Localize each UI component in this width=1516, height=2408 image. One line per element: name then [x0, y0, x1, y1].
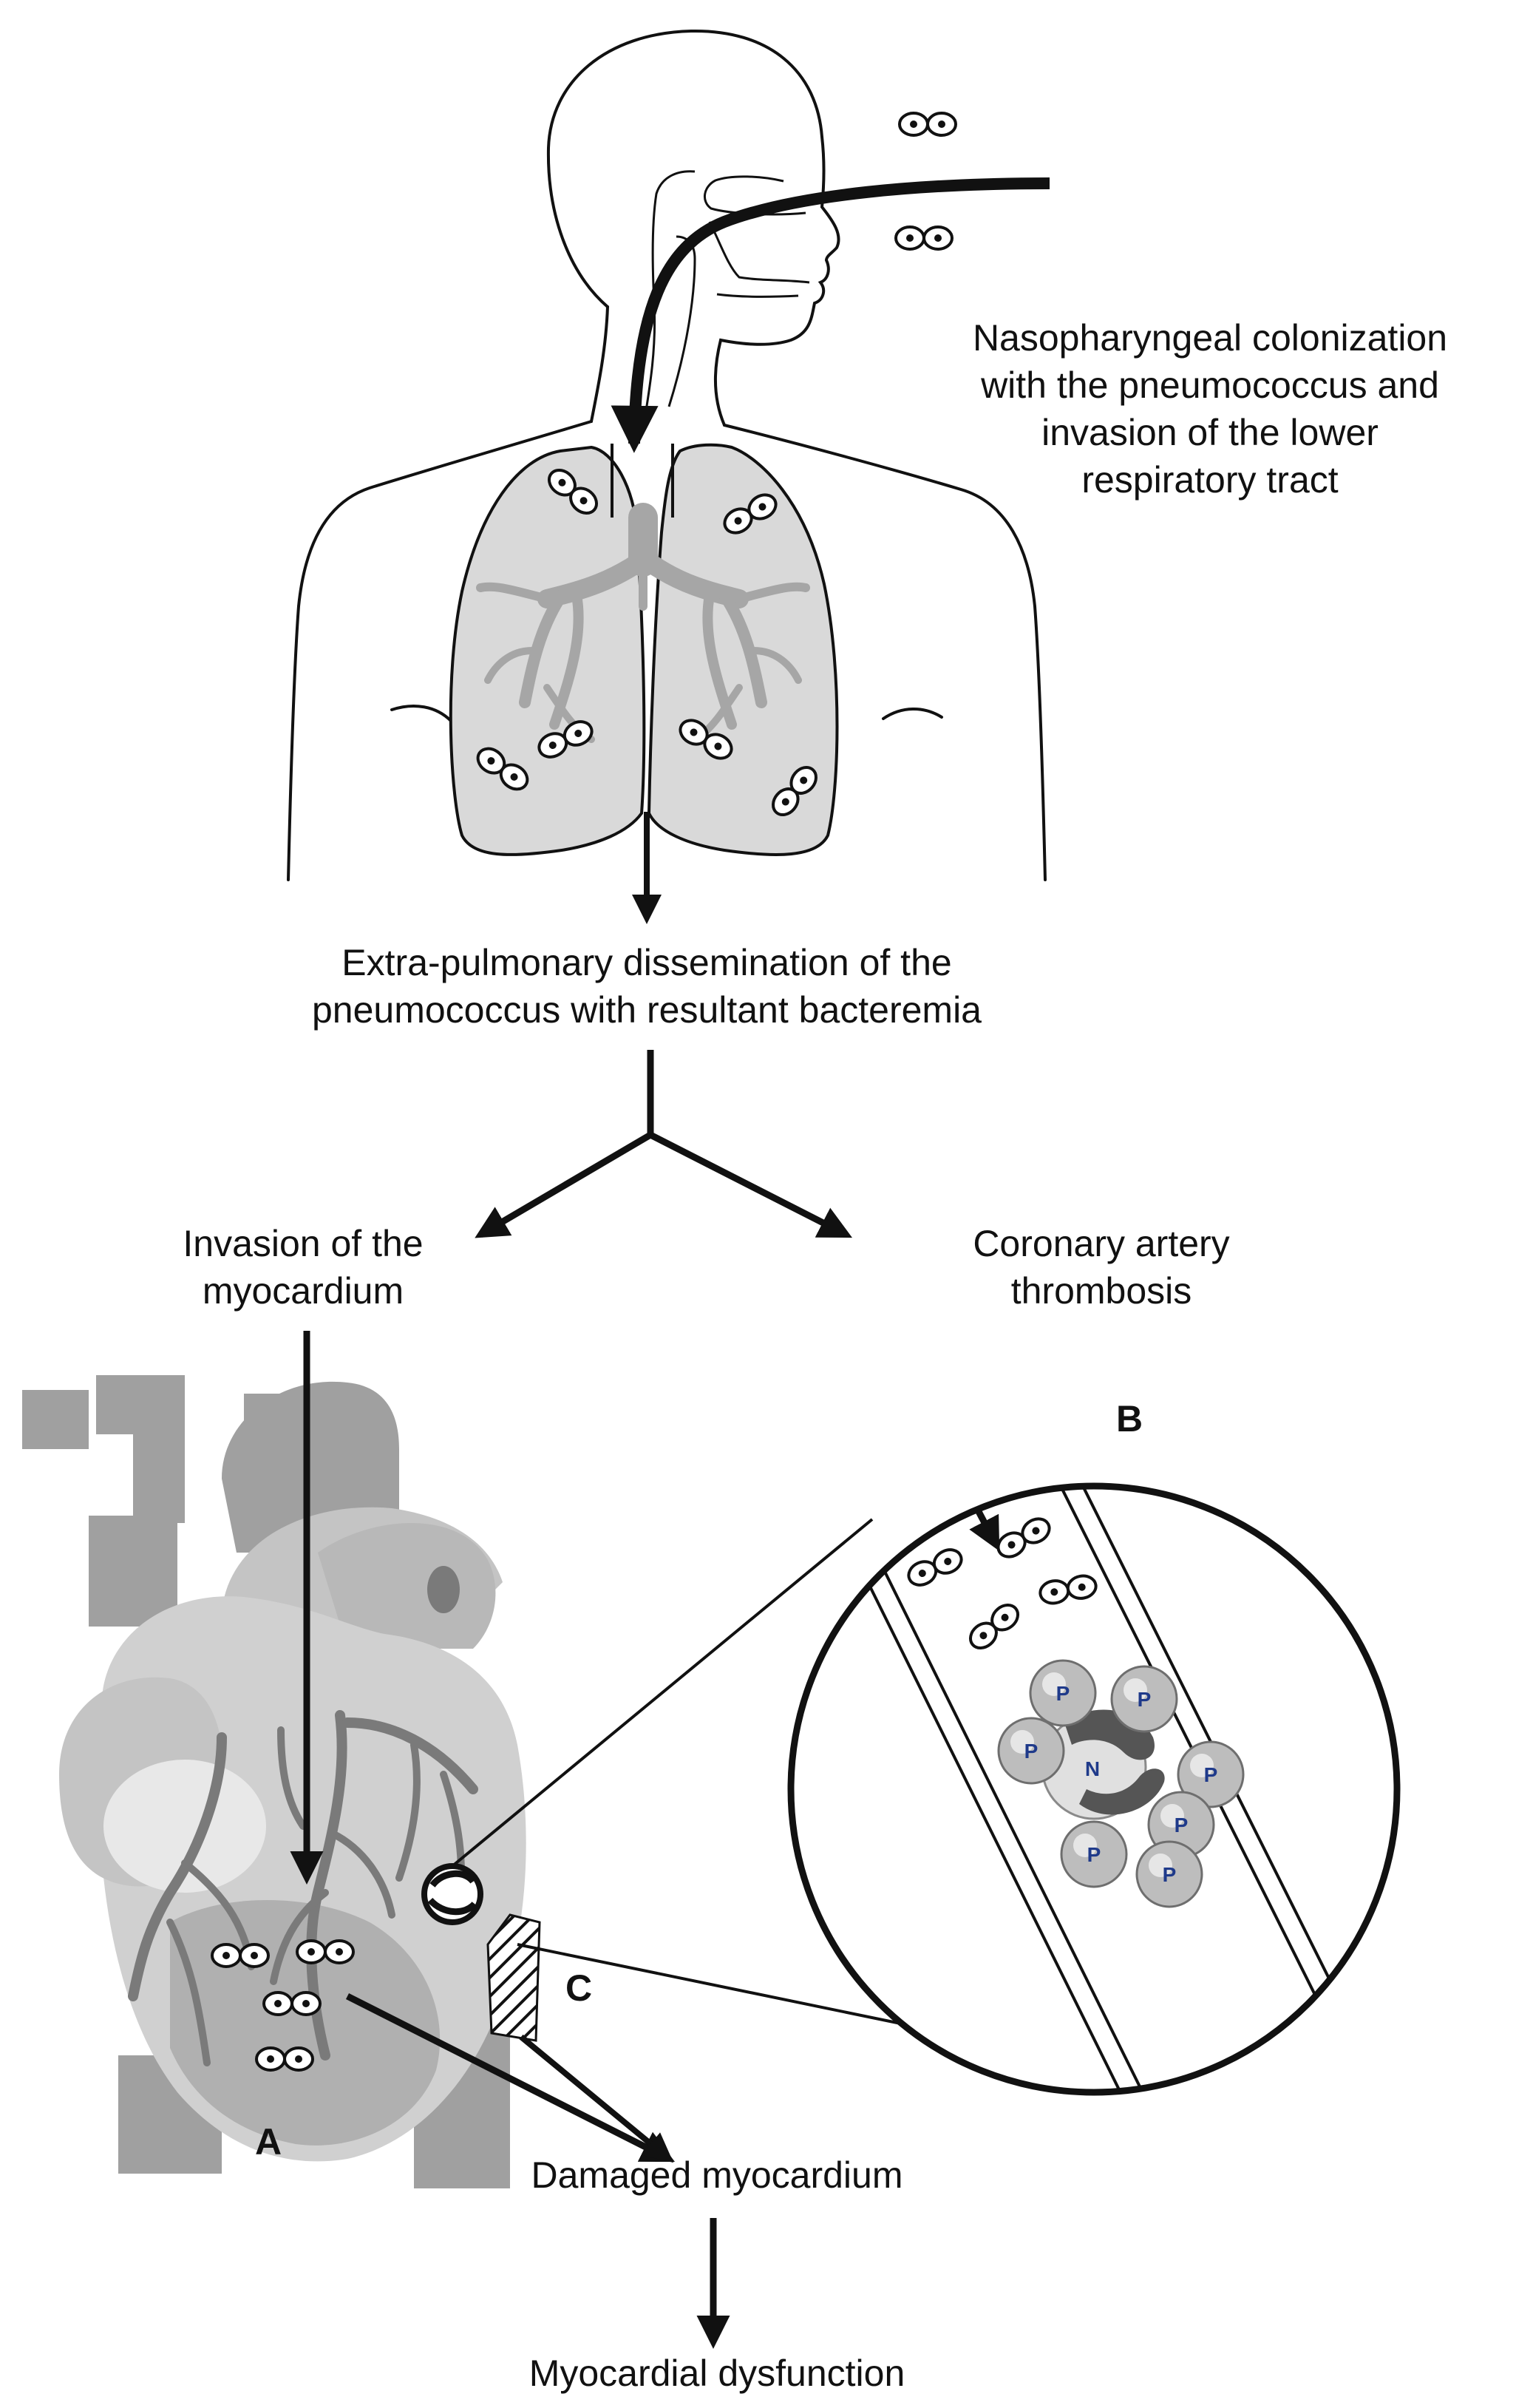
myocardial-dysfunction-label: Myocardial dysfunction [528, 2353, 905, 2394]
platelet-letter: P [1087, 1843, 1101, 1866]
arrow-to-invasion [475, 1132, 653, 1238]
colonization-label: Nasopharyngeal colonization with the pne… [972, 317, 1448, 501]
arrow-bacteria-to-damage [345, 1992, 676, 2163]
pulmonary-vein [427, 1566, 460, 1613]
left-subclavian [244, 1394, 310, 1479]
left-atrium [318, 1523, 496, 1649]
platelet-letter: P [1024, 1740, 1039, 1763]
panel-label-b: B [1116, 1398, 1143, 1439]
brachiocephalic-artery [96, 1375, 185, 1523]
occlusion-site [421, 1863, 483, 1925]
neutrophil-letter: N [1085, 1757, 1100, 1780]
platelet-letter: P [1204, 1763, 1218, 1786]
heart-highlight [103, 1760, 266, 1893]
magnification-lens: P P P P P P P N [451, 1482, 1401, 2096]
trachea [611, 444, 674, 518]
damaged-region-c [486, 1913, 541, 2042]
platelet-letter: P [1163, 1863, 1177, 1886]
upper-airway [642, 170, 810, 430]
damaged-myocardium-label: Damaged myocardium [531, 2154, 903, 2196]
panel-label-c: C [565, 1967, 593, 2009]
arrow-to-thrombosis [648, 1131, 853, 1238]
arrow-hatch-to-damage [519, 2034, 674, 2163]
invasion-label: Invasion of the myocardium [183, 1223, 424, 1312]
panel-label-a: A [255, 2121, 282, 2163]
dissemination-label: Extra-pulmonary dissemination of the pne… [311, 942, 982, 1031]
platelet-letter: P [1056, 1682, 1070, 1705]
platelet-letter: P [1138, 1688, 1152, 1711]
inhalation-arrow [611, 177, 1050, 453]
heart-illustration [22, 1331, 676, 2188]
thrombosis-label: Coronary artery thrombosis [973, 1223, 1230, 1312]
left-lung [449, 445, 646, 856]
left-carotid [22, 1390, 89, 1449]
human-figure-outline [287, 29, 1047, 881]
superior-vena-cava [89, 1516, 177, 1627]
platelet-neutrophil-aggregate [997, 1659, 1245, 1908]
lens-connector-top [451, 1518, 874, 1868]
platelet-letter: P [1175, 1814, 1189, 1836]
flow-arrows [475, 812, 853, 1238]
